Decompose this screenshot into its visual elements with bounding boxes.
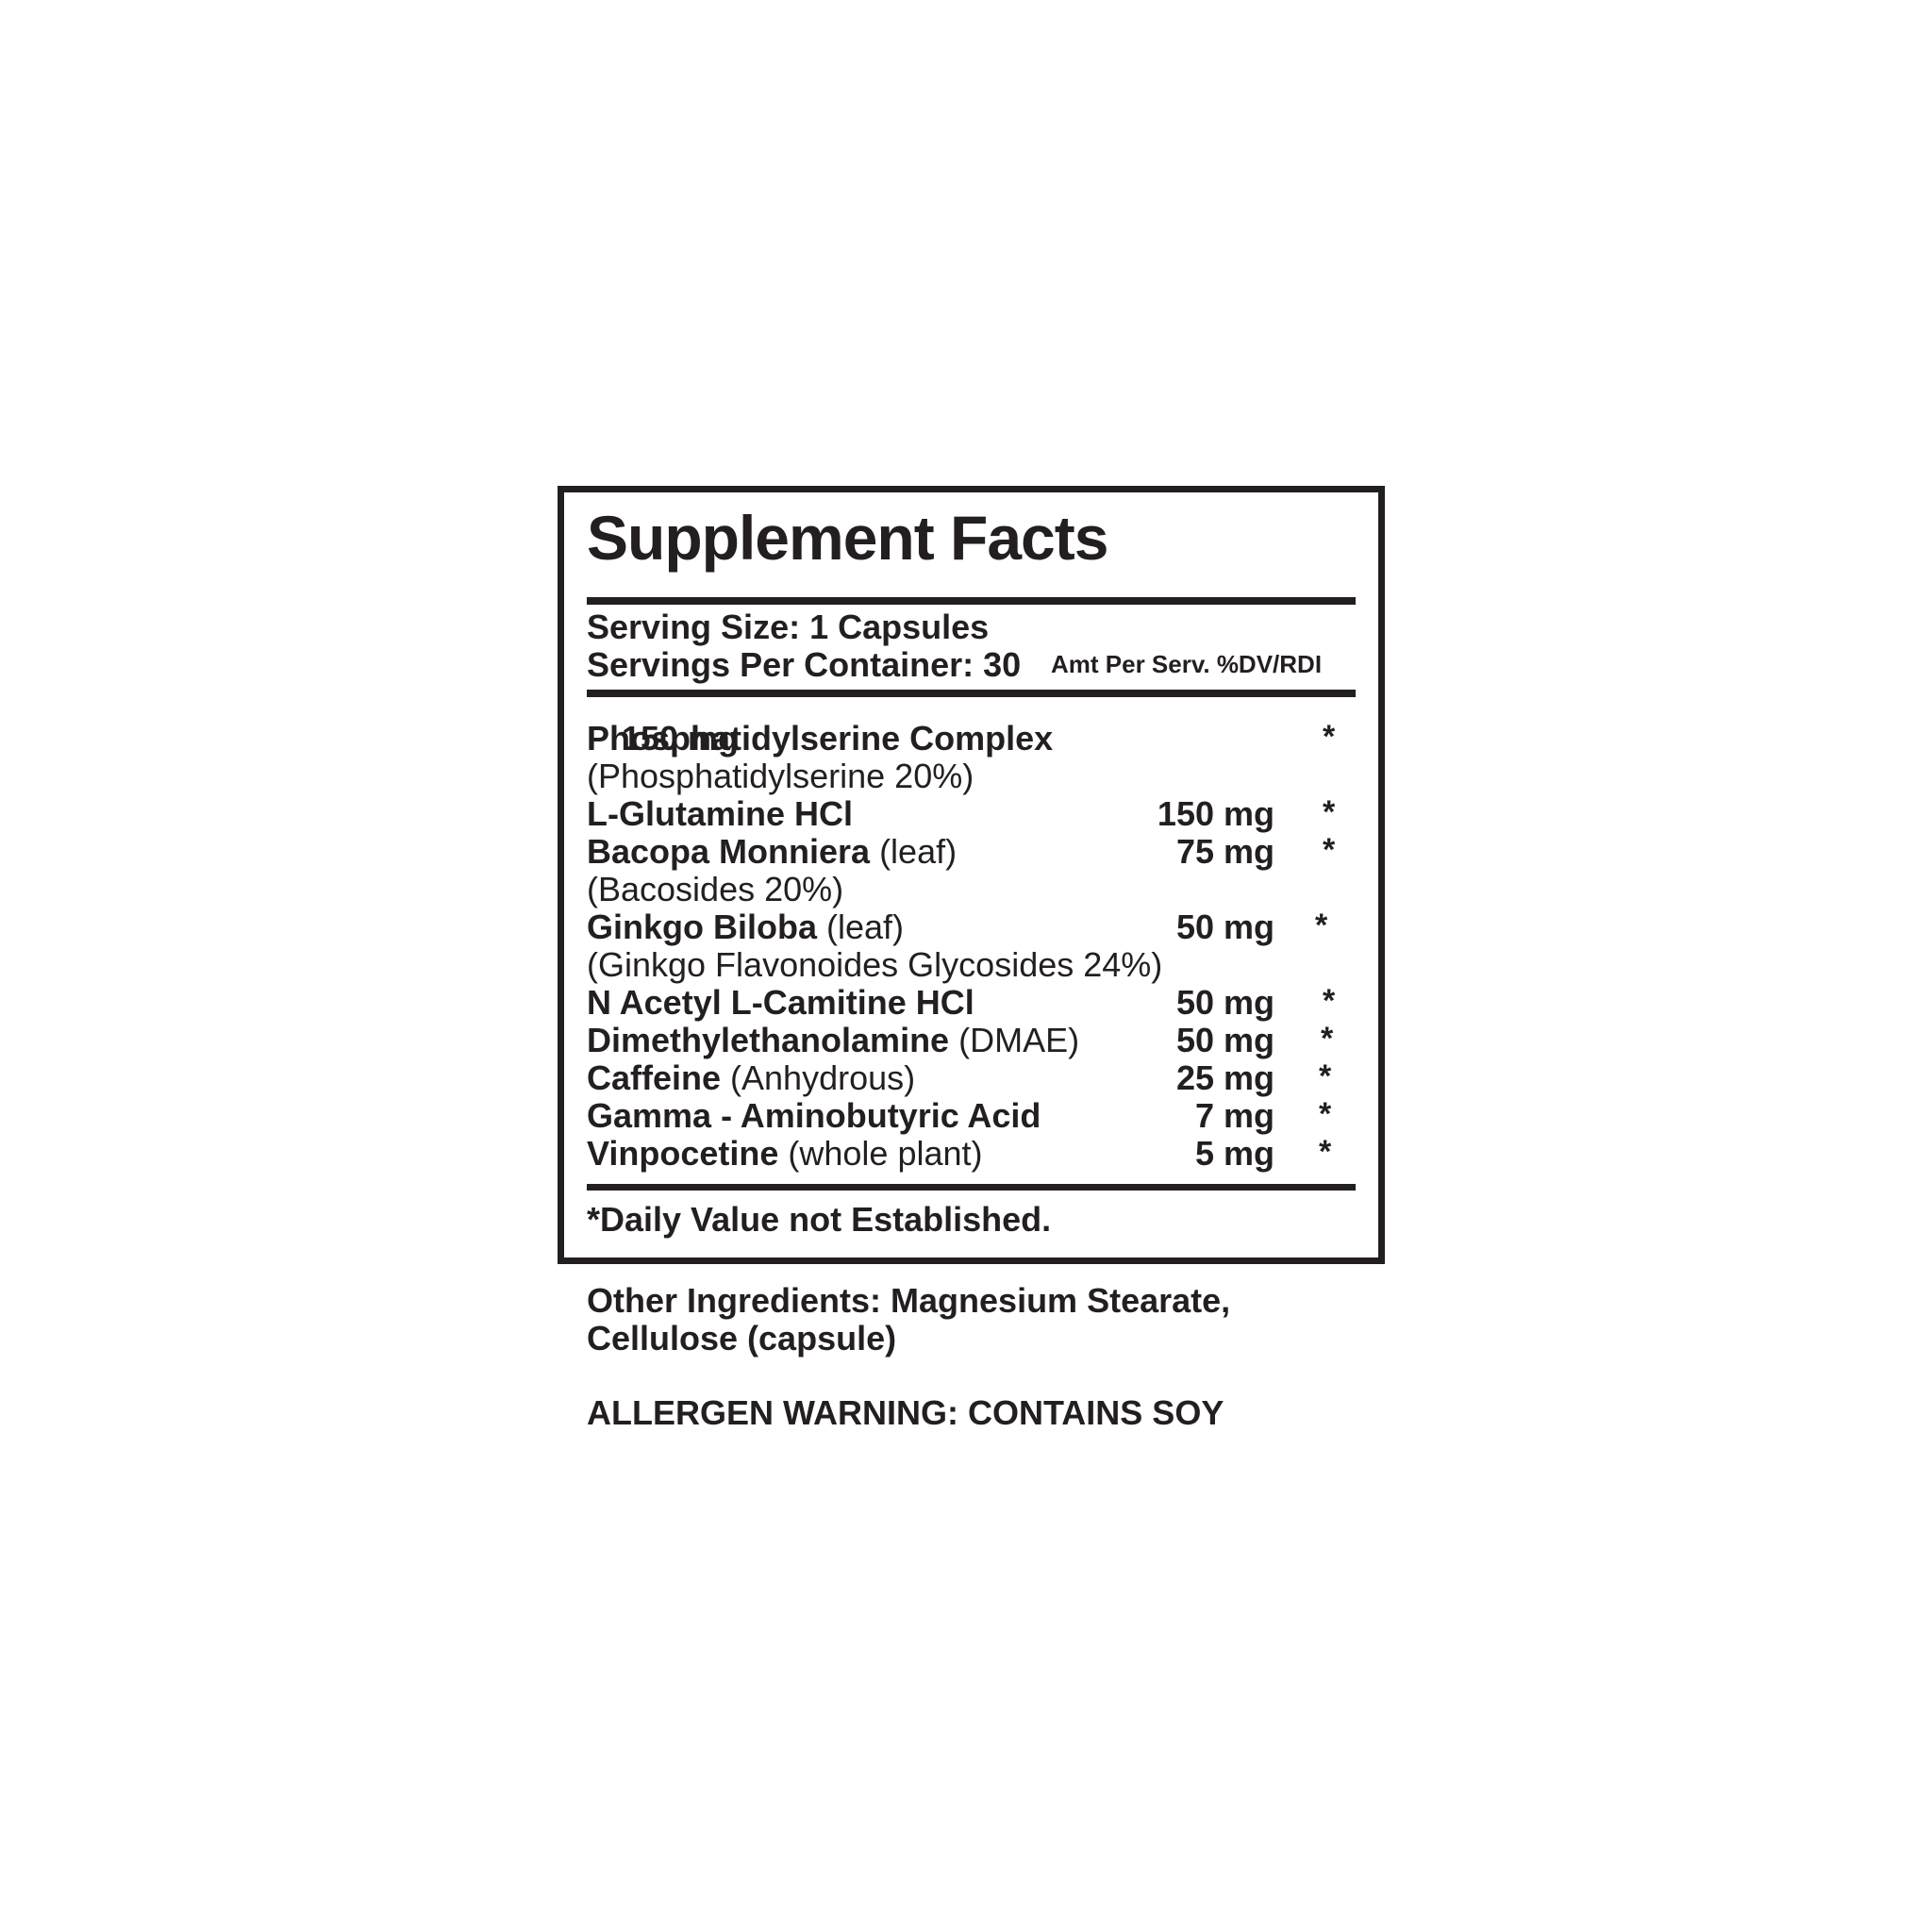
supplement-facts-panel: Supplement Facts Serving Size: 1 Capsule… (558, 486, 1385, 1264)
ingredient-amount: 50 mg (1175, 983, 1274, 1022)
ingredient-name: Phosphatidylserine Complex (587, 719, 1054, 758)
ingredient-amount: 7 mg (1194, 1096, 1274, 1135)
servings-per-container: Servings Per Container: 30 (587, 645, 1022, 684)
ingredient-amount: 50 mg (1175, 908, 1274, 946)
ingredient-name: Vinpocetine (whole plant) (587, 1134, 983, 1173)
ingredient-amount: 25 mg (1175, 1058, 1274, 1097)
ingredient-subnote: (Bacosides 20%) (587, 870, 844, 908)
amount-header: Amt Per Serv. %DV/RDI (1051, 650, 1323, 678)
footer-divider (587, 1184, 1356, 1191)
ingredient-name: N Acetyl L-Camitine HCl (587, 983, 974, 1022)
ingredient-row: Gamma - Aminobutyric Acid 7 mg * (587, 1096, 1378, 1135)
ingredient-amount: 75 mg (1175, 832, 1274, 871)
ingredient-row: Vinpocetine (whole plant) 5 mg * (587, 1134, 1378, 1173)
ingredient-amount: 150 mg (621, 719, 739, 758)
ingredient-row: Ginkgo Biloba (leaf) 50 mg * (587, 908, 1378, 946)
label-title: Supplement Facts (587, 503, 1108, 573)
daily-value-footnote: *Daily Value not Established. (587, 1200, 1052, 1239)
header-divider (587, 690, 1356, 697)
daily-value: * (1323, 794, 1336, 830)
ingredient-name: Ginkgo Biloba (leaf) (587, 908, 905, 946)
daily-value: * (1315, 908, 1328, 943)
ingredient-amount: 5 mg (1194, 1134, 1274, 1173)
daily-value: * (1323, 832, 1336, 868)
ingredient-row: Caffeine (Anhydrous) 25 mg * (587, 1058, 1378, 1097)
daily-value: * (1323, 719, 1336, 755)
other-ingredients-line-2: Cellulose (capsule) (587, 1319, 897, 1357)
ingredient-name: Caffeine (Anhydrous) (587, 1058, 916, 1097)
ingredient-row: Bacopa Monniera (leaf) 75 mg * (587, 832, 1378, 871)
ingredient-amount: 150 mg (1157, 794, 1274, 833)
ingredient-name: Bacopa Monniera (leaf) (587, 832, 958, 871)
ingredient-subnote: (Ginkgo Flavonoides Glycosides 24%) (587, 945, 1163, 984)
ingredient-subnote: (Phosphatidylserine 20%) (587, 757, 974, 795)
ingredient-name: Dimethylethanolamine (DMAE) (587, 1021, 1080, 1059)
serving-size: Serving Size: 1 Capsules (587, 608, 990, 646)
daily-value: * (1319, 1134, 1332, 1170)
ingredient-amount: 50 mg (1175, 1021, 1274, 1059)
daily-value: * (1319, 1058, 1332, 1094)
title-divider (587, 597, 1356, 605)
ingredient-row: L-Glutamine HCl 150 mg * (587, 794, 1378, 833)
daily-value: * (1323, 983, 1336, 1019)
other-ingredients-line-1: Other Ingredients: Magnesium Stearate, (587, 1281, 1231, 1320)
daily-value: * (1319, 1096, 1332, 1132)
daily-value: * (1321, 1021, 1334, 1057)
ingredient-row: N Acetyl L-Camitine HCl 50 mg * (587, 983, 1378, 1022)
allergen-warning: ALLERGEN WARNING: CONTAINS SOY (587, 1393, 1224, 1432)
ingredient-name: L-Glutamine HCl (587, 794, 854, 833)
ingredient-row: Dimethylethanolamine (DMAE) 50 mg * (587, 1021, 1378, 1059)
ingredient-row: Phosphatidylserine Complex 150 mg * (587, 719, 1378, 758)
ingredient-name: Gamma - Aminobutyric Acid (587, 1096, 1041, 1135)
